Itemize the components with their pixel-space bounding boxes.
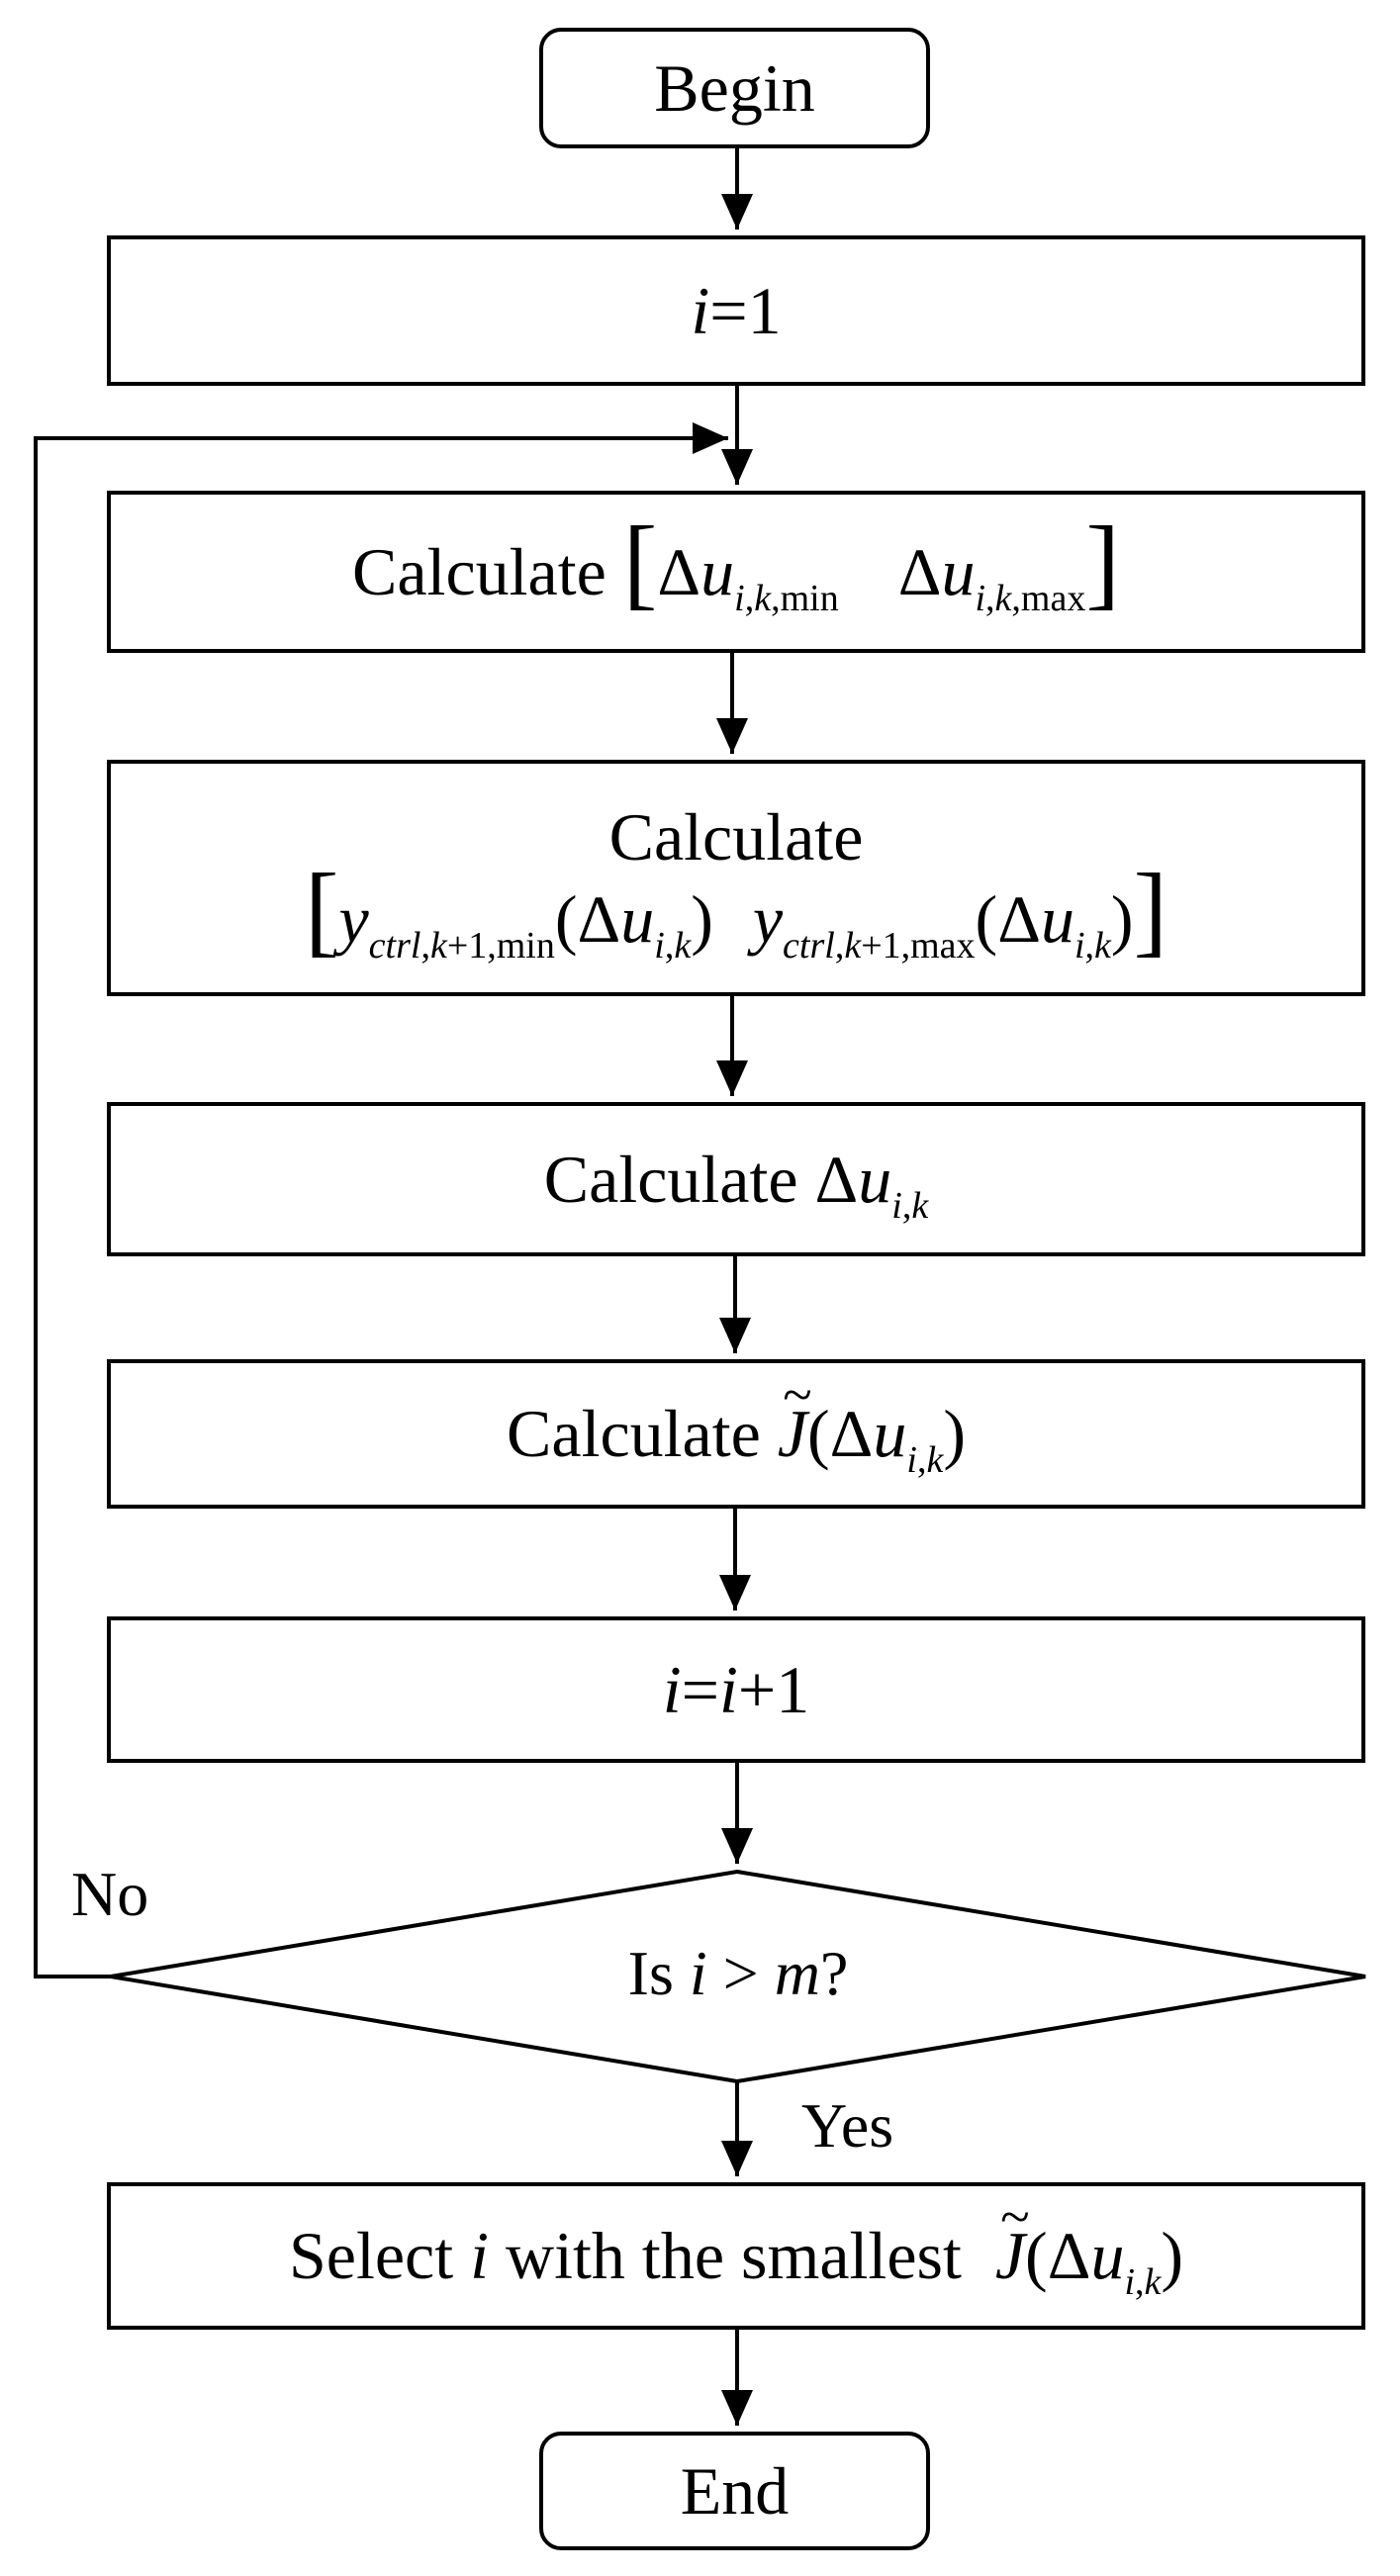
yes-label: Yes bbox=[801, 2090, 894, 2161]
calculate-delta-u-text: Calculate Δui,k bbox=[543, 1141, 929, 1227]
decision-text: Is i > m? bbox=[627, 1938, 849, 2008]
decision-diamond bbox=[110, 1869, 1366, 2084]
calculate-delta-u-node: Calculate Δui,k bbox=[107, 1102, 1365, 1256]
select-node: Select i with the smallest J(Δui,k) bbox=[107, 2182, 1365, 2330]
init-node: i=1 bbox=[107, 235, 1365, 386]
end-node: End bbox=[539, 2432, 930, 2550]
end-text: End bbox=[680, 2452, 790, 2529]
init-text: i=1 bbox=[691, 272, 782, 348]
select-text: Select i with the smallest J(Δui,k) bbox=[289, 2186, 1183, 2302]
no-label: No bbox=[71, 1859, 149, 1929]
begin-text: Begin bbox=[654, 49, 815, 126]
calculate-output-range-formula: [yctrl,k+1,min(Δui,k)yctrl,k+1,max(Δui,k… bbox=[304, 852, 1168, 966]
increment-text: i=i+1 bbox=[662, 1651, 810, 1727]
calculate-output-range-node: Calculate [yctrl,k+1,min(Δui,k)yctrl,k+1… bbox=[107, 760, 1365, 996]
calculate-cost-node: Calculate J(Δui,k) bbox=[107, 1359, 1365, 1509]
increment-node: i=i+1 bbox=[107, 1616, 1365, 1763]
calculate-cost-text: Calculate J(Δui,k) bbox=[507, 1364, 966, 1480]
loop-back-line bbox=[34, 422, 728, 1978]
calculate-output-range-label: Calculate bbox=[608, 799, 864, 875]
begin-node: Begin bbox=[539, 28, 930, 148]
